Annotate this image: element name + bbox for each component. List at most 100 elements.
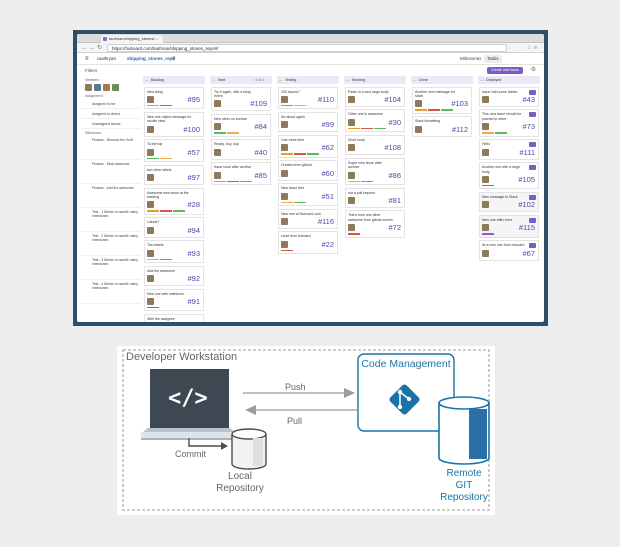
issue-card[interactable]: This new issue should be pushed to other… [479, 109, 539, 137]
issue-card[interactable]: New one after error#115 [479, 214, 539, 238]
issue-meta: #91 [147, 296, 201, 306]
column-header[interactable]: Working [344, 76, 406, 84]
issue-card[interactable]: two other labels#97 [144, 164, 204, 186]
avatar[interactable] [112, 84, 119, 91]
issue-labels [214, 132, 268, 134]
issue-card[interactable]: Another new message for stack#103 [412, 86, 472, 114]
issue-number: #93 [187, 248, 200, 258]
issue-card[interactable]: Hello#111 [479, 139, 539, 160]
comment-icon [529, 89, 536, 95]
issue-labels [281, 201, 335, 204]
issue-title: Try it again, with a relay event [214, 89, 251, 98]
issue-labels [281, 249, 335, 252]
avatar[interactable] [85, 84, 92, 91]
issue-card[interactable]: Issue with some labels#43 [479, 86, 539, 107]
issue-labels [482, 132, 536, 134]
filters-toggle[interactable]: Filters [85, 68, 98, 73]
issue-labels [147, 306, 201, 309]
issue-card[interactable]: New other on archive#84 [211, 113, 271, 137]
label-swatch [361, 180, 373, 183]
column-title: Backlog [151, 78, 164, 82]
search-icon[interactable]: ⚲ [172, 56, 176, 62]
repo-name[interactable]: shipping_stones_repo [127, 56, 176, 61]
sidebar-item-unassigned[interactable]: Unassigned issues [81, 119, 141, 129]
issue-meta: #60 [281, 168, 335, 178]
column-header[interactable]: Deployed [478, 76, 540, 84]
sidebar-milestone[interactable]: Test - 3 Needs to handle many milestones [81, 256, 141, 280]
issue-card[interactable]: not a pull request#81 [345, 187, 405, 208]
issue-card[interactable]: With the assignee [144, 313, 204, 322]
menu-icon[interactable]: ☆≡ [526, 45, 540, 51]
sidebar-milestone[interactable]: Feature - Most awesome [81, 160, 141, 184]
issue-card[interactable]: Other one is awesome#30 [345, 109, 405, 133]
issue-card[interactable]: New one with milestone#91 [144, 288, 204, 312]
issue-card[interactable]: Another one with a large body#105 [479, 162, 539, 190]
issue-card[interactable]: Awesome new issue at the backlog#28 [144, 187, 204, 215]
issue-number: #95 [187, 94, 200, 104]
label-swatch [160, 210, 172, 212]
issue-card[interactable]: creat from huboard#22 [278, 231, 338, 255]
issue-card[interactable]: Labels?#94 [144, 217, 204, 238]
column-header[interactable]: Done [411, 76, 473, 84]
issue-card[interactable]: 100 issues?#110 [278, 86, 338, 110]
sidebar-milestone[interactable]: Test - 2 Needs to handle many milestones [81, 232, 141, 256]
sidebar-milestone[interactable]: Test - 1 Needs to handle many milestones [81, 208, 141, 232]
issue-card[interactable]: Test a new one other awesome from github… [345, 210, 405, 238]
sidebar-milestone[interactable]: Feature - Remove the Xcrft [81, 136, 141, 160]
issue-number: #111 [519, 147, 535, 157]
avatar[interactable] [94, 84, 101, 91]
sidebar-item-assigned-me[interactable]: Assigned to me [81, 99, 141, 109]
gear-icon[interactable]: ⚙ [530, 67, 536, 73]
local-repository-icon [231, 428, 267, 470]
avatar [147, 249, 154, 257]
issue-card[interactable]: To the top#57 [144, 139, 204, 163]
avatar[interactable] [103, 84, 110, 91]
issue-card[interactable]: New thing#95 [144, 86, 204, 110]
issue-card[interactable]: its a new one from huboard#67 [479, 240, 539, 261]
issue-card[interactable]: Try it again, with a relay event#109 [211, 86, 271, 112]
avatar [348, 196, 355, 204]
sidebar-milestone[interactable]: Feature - Add the awesome [81, 184, 141, 208]
sidebar-milestone[interactable]: Test - 4 Needs to handle many milestones [81, 280, 141, 304]
issue-card[interactable]: Two labels#93 [144, 240, 204, 264]
issue-card[interactable]: Super new issue after archive#86 [345, 157, 405, 186]
issue-number: #103 [451, 99, 468, 109]
issue-card[interactable]: One more time#62 [278, 134, 338, 158]
tasks-tab[interactable]: Tasks [484, 55, 502, 63]
issue-title: Awesome new issue at the backlog [147, 190, 189, 199]
issue-meta: #84 [214, 121, 268, 131]
issue-card[interactable]: New message to Slack#102 [479, 191, 539, 213]
issue-card[interactable]: New one object message for scrolle view#… [144, 111, 204, 137]
issue-card[interactable]: Created from github#60 [278, 160, 338, 181]
column-header[interactable]: Testing [277, 76, 339, 84]
hamburger-icon[interactable]: ≡ [85, 56, 89, 62]
issue-card[interactable]: Add the awesome#92 [144, 265, 204, 287]
issue-meta: #97 [147, 172, 201, 182]
issue-card[interactable]: Ready, buy, dup#40 [211, 139, 271, 160]
label-swatch [348, 233, 360, 235]
sidebar-item-assigned-others[interactable]: Assigned to others [81, 109, 141, 119]
issue-card[interactable]: New issue test#51 [278, 183, 338, 207]
issue-card[interactable]: Short body#108 [345, 134, 405, 156]
issue-meta [147, 321, 201, 322]
issue-card[interactable]: Issue hook after archive#85 [211, 162, 271, 186]
issue-card[interactable]: New one at Huboard.com#116 [278, 208, 338, 229]
nav-arrows-icon[interactable]: ←→↻ [81, 45, 105, 51]
issue-card[interactable]: Slack formatting#112 [412, 116, 472, 137]
user-name[interactable]: rauthryan [97, 56, 117, 61]
pull-label: Pull [287, 416, 303, 426]
browser-tab[interactable]: taufman/shipping_stones/... [101, 35, 163, 43]
issue-meta: #67 [482, 248, 536, 258]
milestones-link[interactable]: Milestones [460, 56, 482, 61]
issue-title: Paste in a very large body [348, 89, 389, 94]
issue-card[interactable]: Paste in a very large body#104 [345, 86, 405, 107]
issue-meta: #30 [348, 117, 402, 127]
address-bar[interactable]: https://huboard.com/taufman/shipping_sto… [107, 44, 507, 52]
issue-labels [147, 258, 201, 261]
issue-meta: #99 [281, 119, 335, 129]
issue-card[interactable]: No about again#99 [278, 111, 338, 133]
create-issue-button[interactable]: Create new issue [487, 67, 523, 74]
column-header[interactable]: Backlog [143, 76, 205, 84]
